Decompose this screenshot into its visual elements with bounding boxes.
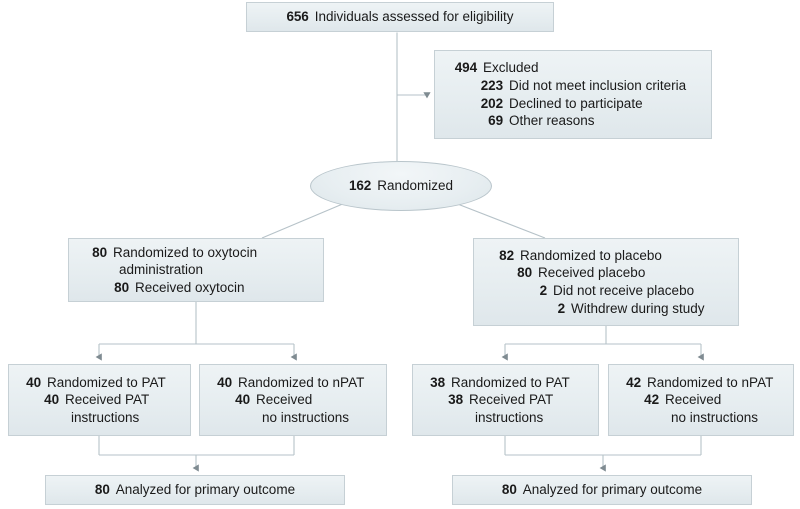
node-label: Randomized to nPAT bbox=[238, 374, 365, 390]
node-count: 80 bbox=[501, 482, 517, 498]
node-count: 202 bbox=[480, 95, 503, 111]
node-label: Did not receive placebo bbox=[553, 283, 695, 298]
node-count: 80 bbox=[94, 482, 110, 498]
node-count: 223 bbox=[480, 77, 503, 93]
node-line: 40 Received bbox=[206, 391, 380, 409]
node-count: 40 bbox=[44, 392, 59, 408]
node-count: 80 bbox=[517, 265, 532, 281]
node-label: Excluded bbox=[483, 60, 539, 76]
node-count: 40 bbox=[235, 392, 250, 408]
node-label: instructions bbox=[475, 409, 544, 425]
node-line: 2 Did not receive placebo bbox=[482, 282, 730, 300]
node-line: 40 Received PAT bbox=[15, 391, 184, 409]
node-line: no instructions bbox=[206, 409, 380, 427]
node-line: 80 Randomized to oxytocin bbox=[77, 244, 315, 262]
node-count: 80 bbox=[114, 279, 129, 295]
node-oxytocin-npat: 40 Randomized to nPAT 40 Received no ins… bbox=[199, 364, 387, 436]
node-label: Received bbox=[665, 392, 722, 408]
node-label: Randomized to nPAT bbox=[647, 374, 774, 390]
node-label: Withdrew during study bbox=[571, 300, 705, 316]
node-label: Randomized to oxytocin bbox=[113, 244, 258, 260]
node-excluded: 494 Excluded 223 Did not meet inclusion … bbox=[434, 50, 712, 139]
node-label: Received oxytocin bbox=[135, 279, 245, 295]
node-count: 40 bbox=[26, 374, 41, 390]
node-label: Did not meet inclusion criteria bbox=[509, 77, 687, 93]
node-line: no instructions bbox=[615, 409, 787, 427]
node-line: 40 Randomized to nPAT bbox=[206, 374, 380, 392]
node-count: 80 bbox=[92, 244, 107, 260]
node-label: Analyzed for primary outcome bbox=[115, 482, 296, 498]
node-label: Randomized to placebo bbox=[520, 247, 662, 263]
node-count: 656 bbox=[286, 9, 309, 25]
node-label: Analyzed for primary outcome bbox=[522, 482, 703, 498]
node-line: administration bbox=[77, 261, 315, 279]
node-line: 80 Analyzed for primary outcome bbox=[502, 481, 702, 499]
node-count: 42 bbox=[626, 374, 641, 390]
node-count: 69 bbox=[488, 113, 503, 129]
node-line: 223 Did not meet inclusion criteria bbox=[443, 77, 701, 95]
node-count: 40 bbox=[217, 374, 232, 390]
node-line: 2 Withdrew during study bbox=[482, 300, 730, 318]
node-count: 42 bbox=[644, 392, 659, 408]
node-oxytocin-pat: 40 Randomized to PAT 40 Received PAT ins… bbox=[8, 364, 191, 436]
node-label: Randomized to PAT bbox=[451, 374, 570, 390]
node-count: 494 bbox=[454, 60, 477, 76]
node-label: instructions bbox=[71, 409, 140, 425]
node-line: 80 Analyzed for primary outcome bbox=[95, 481, 295, 499]
node-count: 38 bbox=[448, 392, 463, 408]
node-line: 38 Randomized to PAT bbox=[419, 374, 592, 392]
node-line: 42 Randomized to nPAT bbox=[615, 374, 787, 392]
node-label: Randomized to PAT bbox=[47, 374, 166, 390]
node-label: administration bbox=[119, 262, 204, 278]
node-label: Declined to participate bbox=[509, 95, 643, 111]
node-label: Randomized bbox=[377, 178, 454, 194]
node-oxytocin-analyzed: 80 Analyzed for primary outcome bbox=[45, 475, 345, 505]
node-line: 494 Excluded bbox=[443, 59, 701, 77]
node-label: no instructions bbox=[262, 409, 350, 425]
node-label: no instructions bbox=[671, 409, 759, 425]
node-count: 2 bbox=[539, 283, 548, 298]
node-count: 82 bbox=[499, 247, 514, 263]
node-count: 2 bbox=[557, 300, 566, 316]
node-line: 69 Other reasons bbox=[443, 112, 701, 130]
node-label: Received PAT bbox=[469, 392, 554, 408]
node-line: instructions bbox=[15, 409, 184, 427]
node-label: Received placebo bbox=[538, 265, 646, 281]
node-line: 82 Randomized to placebo bbox=[482, 247, 730, 265]
node-individuals-assessed: 656 Individuals assessed for eligibility bbox=[246, 2, 554, 32]
connector-randomized-to-left-arm bbox=[261, 202, 346, 239]
node-placebo-pat: 38 Randomized to PAT 38 Received PAT ins… bbox=[412, 364, 599, 436]
node-label: Received PAT bbox=[65, 392, 150, 408]
node-line: 80 Received placebo bbox=[482, 264, 730, 282]
node-randomized: 162 Randomized bbox=[310, 161, 492, 211]
node-line: 162 Randomized bbox=[349, 177, 453, 195]
node-placebo-npat: 42 Randomized to nPAT 42 Received no ins… bbox=[608, 364, 794, 436]
node-label: Other reasons bbox=[509, 113, 595, 129]
node-count: 38 bbox=[430, 374, 445, 390]
node-line: 202 Declined to participate bbox=[443, 95, 701, 113]
node-label: Individuals assessed for eligibility bbox=[314, 9, 514, 25]
node-line: 40 Randomized to PAT bbox=[15, 374, 184, 392]
node-line: 80 Received oxytocin bbox=[77, 279, 315, 297]
node-placebo-analyzed: 80 Analyzed for primary outcome bbox=[452, 475, 752, 505]
connector-randomized-to-right-arm bbox=[454, 202, 546, 239]
node-oxytocin-arm: 80 Randomized to oxytocin administration… bbox=[68, 238, 324, 302]
node-line: 42 Received bbox=[615, 391, 787, 409]
node-placebo-arm: 82 Randomized to placebo 80 Received pla… bbox=[473, 238, 739, 326]
node-line: 38 Received PAT bbox=[419, 391, 592, 409]
node-count: 162 bbox=[348, 178, 372, 194]
node-line: 656 Individuals assessed for eligibility bbox=[286, 8, 513, 26]
node-line: instructions bbox=[419, 409, 592, 427]
node-label: Received bbox=[256, 392, 313, 408]
